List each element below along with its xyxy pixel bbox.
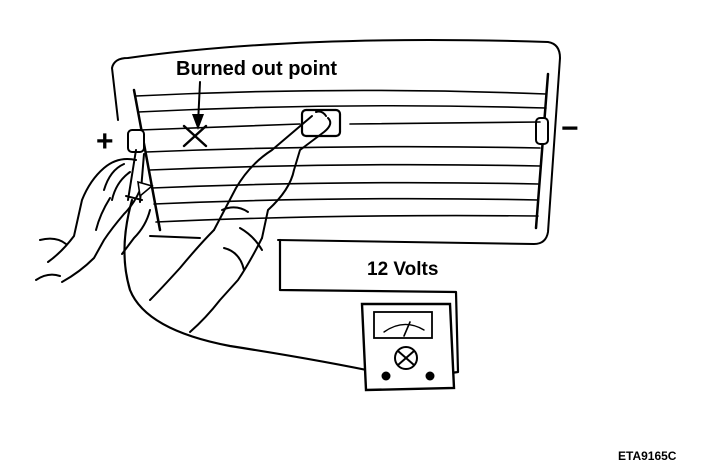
probe-contact-pad: [300, 108, 342, 138]
meter-needle: [403, 321, 411, 337]
right-terminal: [535, 117, 549, 145]
heater-grid-lines: [135, 89, 547, 223]
left-terminal: [127, 129, 145, 153]
left-bus-bar: [132, 88, 162, 232]
figure-code-label: ETA9165C: [618, 449, 677, 463]
voltage-label: 12 Volts: [367, 259, 438, 280]
pointer-arrow-head: [192, 114, 204, 130]
probe-tip: [137, 180, 154, 198]
positive-test-lead: [123, 198, 388, 376]
positive-sign-label: +: [96, 125, 114, 158]
hand-icon-left: [35, 158, 151, 283]
right-bus-bar: [534, 72, 550, 230]
hand-icon: [149, 110, 332, 333]
meter-jack-left: [381, 371, 391, 381]
rear-window-glass: [111, 39, 561, 245]
meter-scale-arc: [383, 323, 425, 333]
meter-jack-right: [425, 371, 435, 381]
burned-out-point-label: Burned out point: [176, 58, 337, 80]
voltmeter-icon: [360, 302, 456, 392]
negative-sign-label: −: [561, 112, 579, 145]
x-mark-icon: [182, 124, 208, 148]
